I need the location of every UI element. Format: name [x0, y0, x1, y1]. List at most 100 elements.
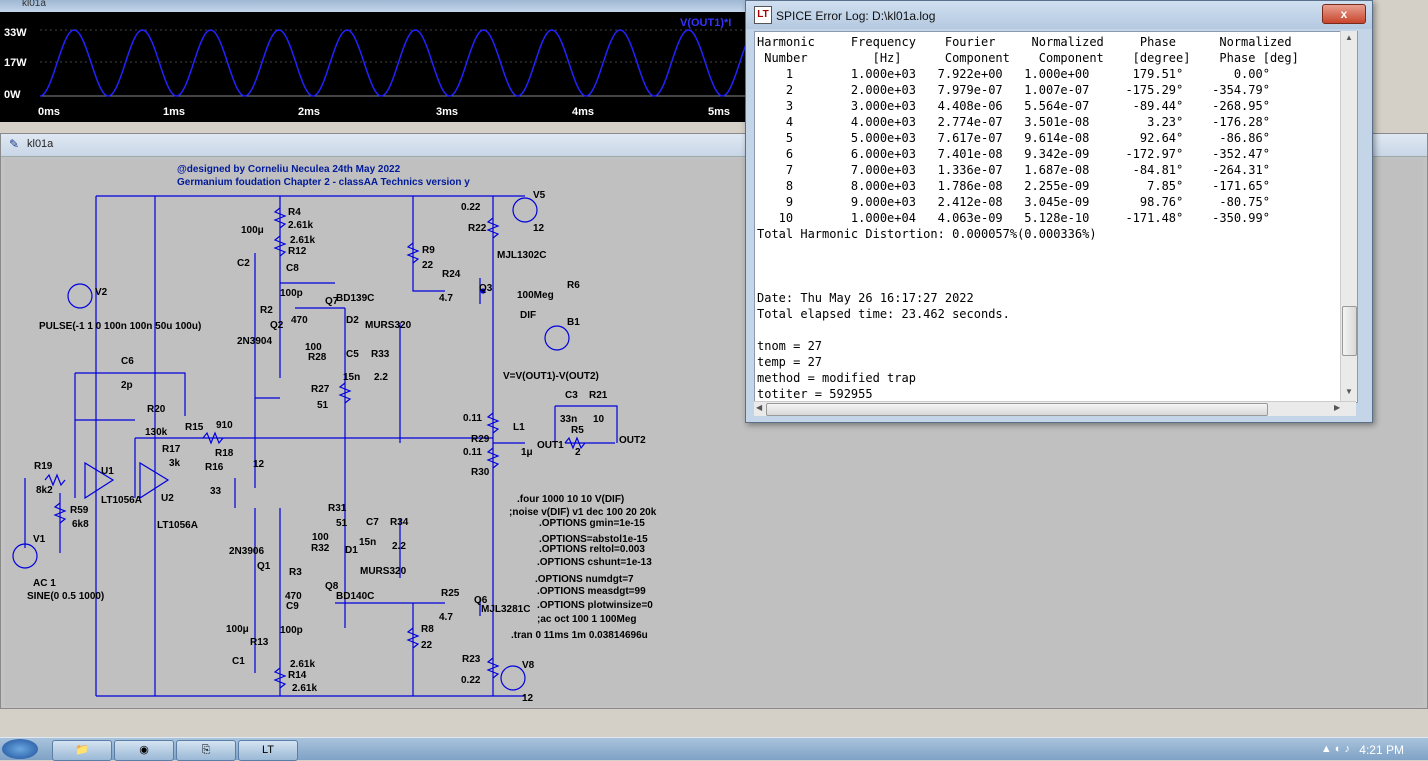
trace-label[interactable]: V(OUT1)*I: [680, 17, 731, 29]
r13-label: R13: [250, 637, 269, 648]
r17-label: R17: [162, 444, 181, 455]
firefox-icon[interactable]: ◉: [114, 740, 174, 761]
spice-directive[interactable]: .four 1000 10 10 V(DIF): [517, 494, 624, 505]
y-tick-label: 17W: [4, 57, 27, 69]
clock[interactable]: 4:21 PM: [1359, 743, 1404, 757]
r14-label: R14: [288, 670, 307, 681]
spice-directive[interactable]: .OPTIONS measdgt=99: [537, 586, 646, 597]
r33-value: 2.2: [374, 372, 388, 383]
spice-directive[interactable]: .OPTIONS plotwinsize=0: [537, 600, 653, 611]
dif-net-label: DIF: [520, 310, 536, 321]
error-log-titlebar[interactable]: LT SPICE Error Log: D:\kl01a.log x: [746, 1, 1372, 29]
murs-label: MURS320: [360, 566, 407, 577]
r9-value: 22: [422, 260, 434, 271]
error-log-text-area[interactable]: Harmonic Frequency Fourier Normalized Ph…: [754, 31, 1358, 403]
r3-label: R3: [289, 567, 302, 578]
r29-value: 0.11: [463, 413, 482, 424]
spice-directive[interactable]: ;ac oct 100 1 100Meg: [537, 614, 637, 625]
c8-value: 100p: [280, 288, 303, 299]
r30-value: 0.11: [463, 447, 482, 458]
designer-note: @designed by Corneliu Neculea 24th May 2…: [177, 164, 401, 175]
spice-error-log-window: LT SPICE Error Log: D:\kl01a.log x Harmo…: [745, 0, 1373, 423]
c2-label: C2: [237, 258, 250, 269]
r6-label: R6: [567, 280, 580, 291]
c3-label: C3: [565, 390, 578, 401]
r5-value: 2: [575, 447, 581, 458]
scroll-up-arrow-icon[interactable]: ▲: [1345, 33, 1353, 42]
r32-label: R32: [311, 543, 330, 554]
ltspice-taskbar-icon[interactable]: LT: [238, 740, 298, 761]
waveform-trace: [39, 29, 761, 97]
spice-directive[interactable]: .OPTIONS numdgt=7: [535, 574, 634, 585]
spice-directive[interactable]: .OPTIONS=abstol1e-15: [539, 534, 648, 545]
bd140-label: BD140C: [336, 591, 374, 602]
bsource-expression: V=V(OUT1)-V(OUT2): [503, 371, 599, 382]
r6-value: 100Meg: [517, 290, 554, 301]
scroll-left-arrow-icon[interactable]: ◀: [756, 403, 763, 412]
out2-label: OUT2: [619, 435, 646, 446]
q1-type: 2N3906: [229, 546, 264, 557]
r3-value: 470: [285, 591, 302, 602]
d2-label: D2: [346, 315, 359, 326]
v8-value: 12: [522, 693, 534, 704]
q6-label: Q6: [474, 595, 488, 606]
scroll-down-arrow-icon[interactable]: ▼: [1345, 387, 1353, 396]
r9-label: R9: [422, 245, 435, 256]
spice-directive[interactable]: .OPTIONS cshunt=1e-13: [537, 557, 652, 568]
waveform-svg: 33W 17W 0W 0ms 1ms 2ms 3ms 4ms 5ms V(OUT…: [4, 17, 761, 118]
x-tick-label: 5ms: [708, 106, 730, 118]
folder-icon[interactable]: 📁: [52, 740, 112, 761]
r31-label: R31: [328, 503, 347, 514]
r14-value: 2.61k: [292, 683, 317, 694]
start-button[interactable]: [2, 739, 38, 759]
system-tray-icons[interactable]: ▲ ◐ ♪: [1320, 743, 1350, 755]
c2-value: 100μ: [241, 225, 264, 236]
r34-label: R34: [390, 517, 409, 528]
pdf-reader-icon[interactable]: ⎘: [176, 740, 236, 761]
v8-label: V8: [522, 660, 535, 671]
r21-value: 10: [593, 414, 605, 425]
out1-label: OUT1: [537, 440, 564, 451]
waveform-window-title: kl01a: [22, 0, 46, 9]
waveform-window-titlebar[interactable]: kl01a: [0, 0, 760, 12]
waveform-plot[interactable]: 33W 17W 0W 0ms 1ms 2ms 3ms 4ms 5ms V(OUT…: [0, 12, 761, 122]
r33-label: R33: [371, 349, 390, 360]
c3-value: 33n: [560, 414, 577, 425]
close-button[interactable]: x: [1322, 4, 1366, 24]
r18-label: R18: [215, 448, 234, 459]
c1-value: 100μ: [226, 624, 249, 635]
scroll-right-arrow-icon[interactable]: ▶: [1334, 403, 1341, 412]
q1-label: Q1: [257, 561, 271, 572]
c7-value: 15n: [359, 537, 376, 548]
wires: [24, 195, 618, 697]
r31-value: 51: [336, 518, 348, 529]
c6-value: 2p: [121, 380, 133, 391]
vertical-scroll-thumb[interactable]: [1342, 306, 1357, 356]
r59-value: 6k8: [72, 519, 89, 530]
r16-label: R16: [205, 462, 224, 473]
horizontal-scrollbar[interactable]: ◀ ▶: [754, 401, 1356, 416]
designer-note: Germanium foudation Chapter 2 - classAA …: [177, 177, 470, 188]
y-tick-label: 0W: [4, 89, 21, 101]
r12-value: 2.61k: [290, 235, 315, 246]
u1-label: U1: [101, 466, 114, 477]
r19-value: 8k2: [36, 485, 53, 496]
r13-value: 2.61k: [290, 659, 315, 670]
r2-value: 470: [291, 315, 308, 326]
r27-value: 51: [317, 400, 329, 411]
q2-label: Q2: [270, 320, 284, 331]
r59-label: R59: [70, 505, 89, 516]
r18-value: 12: [253, 459, 265, 470]
spice-directive[interactable]: .tran 0 11ms 1m 0.03814696u: [511, 630, 648, 641]
vertical-scrollbar[interactable]: ▲ ▼: [1340, 31, 1357, 401]
spice-directive[interactable]: .OPTIONS gmin=1e-15: [539, 518, 645, 529]
q8-label: Q8: [325, 581, 339, 592]
spice-directive[interactable]: ;noise v(DIF) v1 dec 100 20 20k: [509, 507, 657, 518]
mjl3281-label: MJL3281C: [481, 604, 530, 615]
spice-directive[interactable]: .OPTIONS reltol=0.003: [539, 544, 645, 555]
r34-value: 2.2: [392, 541, 406, 552]
horizontal-scroll-thumb[interactable]: [766, 403, 1268, 416]
u2-label: U2: [161, 493, 174, 504]
r22-label: R22: [468, 223, 487, 234]
waveform-window: kl01a 33W 17W 0W 0ms 1ms 2ms 3ms 4ms 5ms…: [0, 0, 761, 122]
